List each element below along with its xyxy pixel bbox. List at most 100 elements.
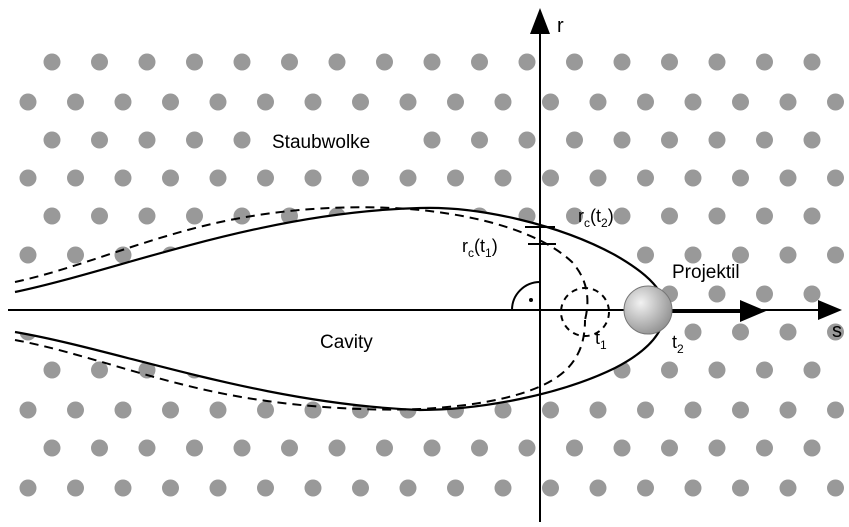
dust-particle <box>827 169 844 187</box>
dust-particle <box>803 439 821 457</box>
dust-particle <box>352 93 369 111</box>
dust-particle <box>376 361 393 379</box>
t2-label: t2 <box>672 332 684 356</box>
dust-particle <box>138 285 156 303</box>
dust-particle <box>257 93 274 111</box>
dust-particle <box>637 401 654 419</box>
dust-particle <box>566 285 583 303</box>
dust-particle <box>684 246 702 264</box>
dust-particle <box>67 401 84 419</box>
dust-particle <box>494 169 512 187</box>
dust-particle <box>257 401 274 419</box>
dust-particle <box>257 246 274 264</box>
dust-particle <box>257 479 274 497</box>
dust-particle <box>399 246 417 264</box>
dust-particle <box>67 169 84 187</box>
dust-particle <box>399 169 417 187</box>
dust-particle <box>233 361 251 379</box>
dust-particle <box>328 361 346 379</box>
r-axis-label: r <box>557 15 564 37</box>
dust-particle <box>684 93 702 111</box>
dust-particle <box>281 361 298 379</box>
dust-particle <box>43 285 61 303</box>
dust-particle <box>43 207 61 225</box>
dust-particle <box>566 207 583 225</box>
dust-particle <box>803 207 821 225</box>
dust-particle <box>233 53 251 71</box>
dust-particle <box>91 285 108 303</box>
dust-particle <box>328 53 346 71</box>
cavity-outline-t2-lower <box>14 309 667 412</box>
dust-particle <box>779 169 797 187</box>
dust-particle <box>91 53 108 71</box>
dust-particle <box>399 93 417 111</box>
dust-cloud-label: Staubwolke <box>272 132 370 153</box>
dust-particle <box>209 323 227 341</box>
dust-particle <box>684 479 702 497</box>
dust-particle <box>162 169 179 187</box>
dust-particle <box>756 53 773 71</box>
dust-particle <box>518 53 536 71</box>
dust-particle <box>637 93 654 111</box>
dust-particle <box>494 323 512 341</box>
dust-particle <box>67 479 84 497</box>
dust-particle <box>138 131 156 149</box>
dust-particle <box>91 361 108 379</box>
rc-t2-label: rc(t2) <box>578 206 614 230</box>
dust-particle <box>352 246 369 264</box>
dust-particle <box>19 401 37 419</box>
dust-particle <box>399 479 417 497</box>
dust-particle <box>756 285 773 303</box>
dust-particle <box>803 285 821 303</box>
dust-particle <box>376 285 393 303</box>
s-axis-arrowhead <box>818 300 842 320</box>
dust-particle <box>827 246 844 264</box>
dust-particle <box>684 401 702 419</box>
dust-particle <box>827 401 844 419</box>
dust-particle <box>304 246 322 264</box>
dust-particle <box>257 323 274 341</box>
dust-particle <box>756 207 773 225</box>
dust-particle <box>542 479 559 497</box>
dust-particle <box>114 323 132 341</box>
dust-particle <box>423 439 441 457</box>
dust-particle <box>209 479 227 497</box>
s-axis-label: s <box>832 320 842 342</box>
dust-particle <box>352 169 369 187</box>
dust-particle <box>566 131 583 149</box>
dust-particle <box>708 53 726 71</box>
dust-particle <box>304 93 322 111</box>
dust-particle <box>471 131 488 149</box>
r-axis-arrowhead <box>530 8 550 34</box>
dust-particle <box>613 131 631 149</box>
dust-particle <box>589 479 607 497</box>
dust-particle <box>399 323 417 341</box>
dust-particle <box>447 323 464 341</box>
projectile-position-t1 <box>560 287 610 337</box>
dust-particle <box>566 439 583 457</box>
right-angle-dot <box>529 298 533 302</box>
dust-particle <box>661 207 678 225</box>
dust-particle <box>233 207 251 225</box>
dust-particle <box>138 439 156 457</box>
dust-particle <box>233 285 251 303</box>
cavity-outline-t1-lower <box>14 319 586 411</box>
dust-particle <box>779 323 797 341</box>
dust-particle <box>518 439 536 457</box>
dust-particle <box>661 53 678 71</box>
dust-particle <box>19 246 37 264</box>
dust-particle <box>281 207 298 225</box>
dust-particle <box>708 207 726 225</box>
dust-particle <box>732 479 749 497</box>
dust-particle <box>661 131 678 149</box>
dust-particle <box>542 169 559 187</box>
dust-particle <box>779 401 797 419</box>
dust-particle <box>589 93 607 111</box>
dust-particle <box>423 53 441 71</box>
dust-particle <box>281 439 298 457</box>
dust-particle <box>209 246 227 264</box>
dust-particle <box>43 53 61 71</box>
dust-particle <box>328 439 346 457</box>
dust-particle <box>661 439 678 457</box>
dust-particle <box>518 361 536 379</box>
